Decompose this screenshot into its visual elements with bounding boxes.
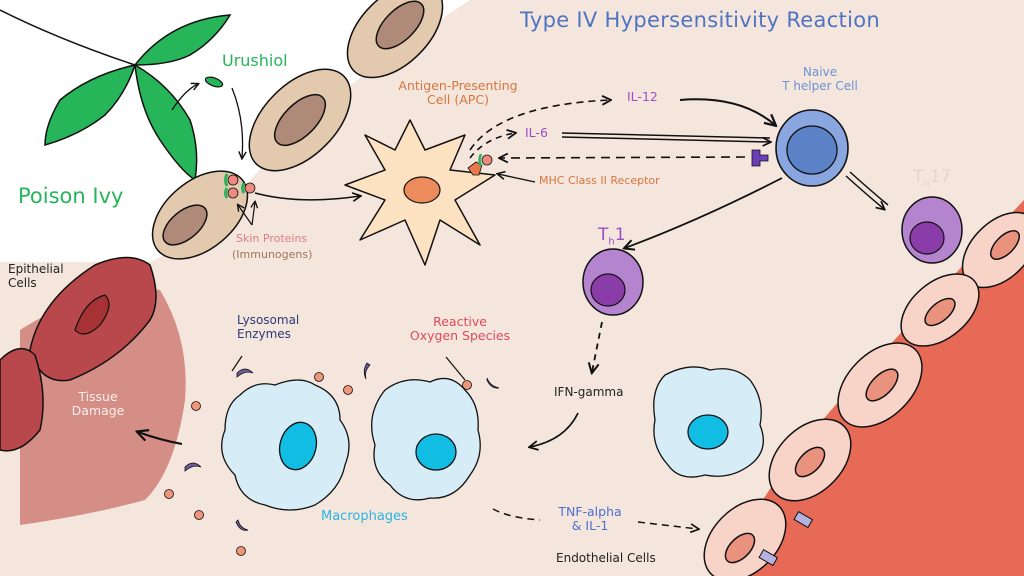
endothelial-cells xyxy=(703,211,1024,576)
epithelial-cells xyxy=(151,0,444,260)
poison-ivy-leaf xyxy=(44,14,232,182)
label-il12: IL-12 xyxy=(627,89,658,104)
stem xyxy=(0,9,136,66)
urushiol-molecule xyxy=(204,76,224,88)
label-epithelial-line2: Cells xyxy=(8,275,37,290)
label-lysosomal-line2: Enzymes xyxy=(237,326,291,341)
lysosomal-enzymes xyxy=(184,362,500,531)
label-ros-line1: Reactive xyxy=(433,314,487,329)
skin-proteins xyxy=(224,173,256,199)
label-tnf-il1: TNF-alpha & IL-1 xyxy=(545,504,635,534)
label-ifn-gamma: IFN-gamma xyxy=(554,385,624,399)
diagram-title: Type IV Hypersensitivity Reaction xyxy=(520,8,880,32)
th1-nucleus xyxy=(590,273,626,307)
label-apc-line1: Antigen-Presenting xyxy=(398,78,518,93)
reactive-oxygen-species xyxy=(164,372,472,556)
damaged-epithelial-cell xyxy=(0,347,44,452)
mhc-receptor xyxy=(467,153,493,176)
label-tissue-line2: Damage xyxy=(71,403,125,419)
label-il6: IL-6 xyxy=(525,125,548,140)
label-skin-proteins: Skin Proteins xyxy=(236,232,308,245)
label-lysosomal-enzymes: Lysosomal Enzymes xyxy=(237,313,300,342)
label-epithelial-cells: Epithelial Cells xyxy=(8,262,64,291)
label-reactive-oxygen-species: Reactive Oxygen Species xyxy=(395,314,525,344)
label-tnf-line2: & IL-1 xyxy=(571,518,609,534)
label-naive-t-cell: Naive T helper Cell xyxy=(760,65,880,94)
label-apc: Antigen-Presenting Cell (APC) xyxy=(378,78,538,108)
label-th1: Th1 xyxy=(598,225,626,248)
apc-nucleus xyxy=(403,176,441,204)
macrophages xyxy=(221,366,764,511)
label-urushiol: Urushiol xyxy=(222,51,288,70)
label-tnf-line1: TNF-alpha xyxy=(558,504,622,519)
label-poison-ivy: Poison Ivy xyxy=(18,184,124,208)
label-macrophages: Macrophages xyxy=(321,509,408,524)
label-ros-line2: Oxygen Species xyxy=(409,328,511,344)
label-tissue-damage: Tissue Damage xyxy=(58,389,138,419)
th17-nucleus xyxy=(909,221,945,255)
label-naive-line2: T helper Cell xyxy=(782,78,858,93)
label-endothelial-cells: Endothelial Cells xyxy=(556,551,656,565)
label-mhc-receptor: MHC Class II Receptor xyxy=(539,174,660,187)
label-lysosomal-line1: Lysosomal xyxy=(237,313,300,327)
label-th17: Th17 xyxy=(913,167,952,190)
label-immunogens: (Immunogens) xyxy=(232,248,313,261)
t-cell-receptor xyxy=(751,149,769,167)
label-epithelial-line1: Epithelial xyxy=(8,262,64,276)
label-tissue-line1: Tissue xyxy=(78,389,118,404)
damaged-epithelial-nucleus xyxy=(74,294,110,335)
label-naive-line1: Naive xyxy=(802,65,838,79)
naive-t-nucleus xyxy=(786,125,838,175)
label-apc-line2: Cell (APC) xyxy=(427,92,489,108)
